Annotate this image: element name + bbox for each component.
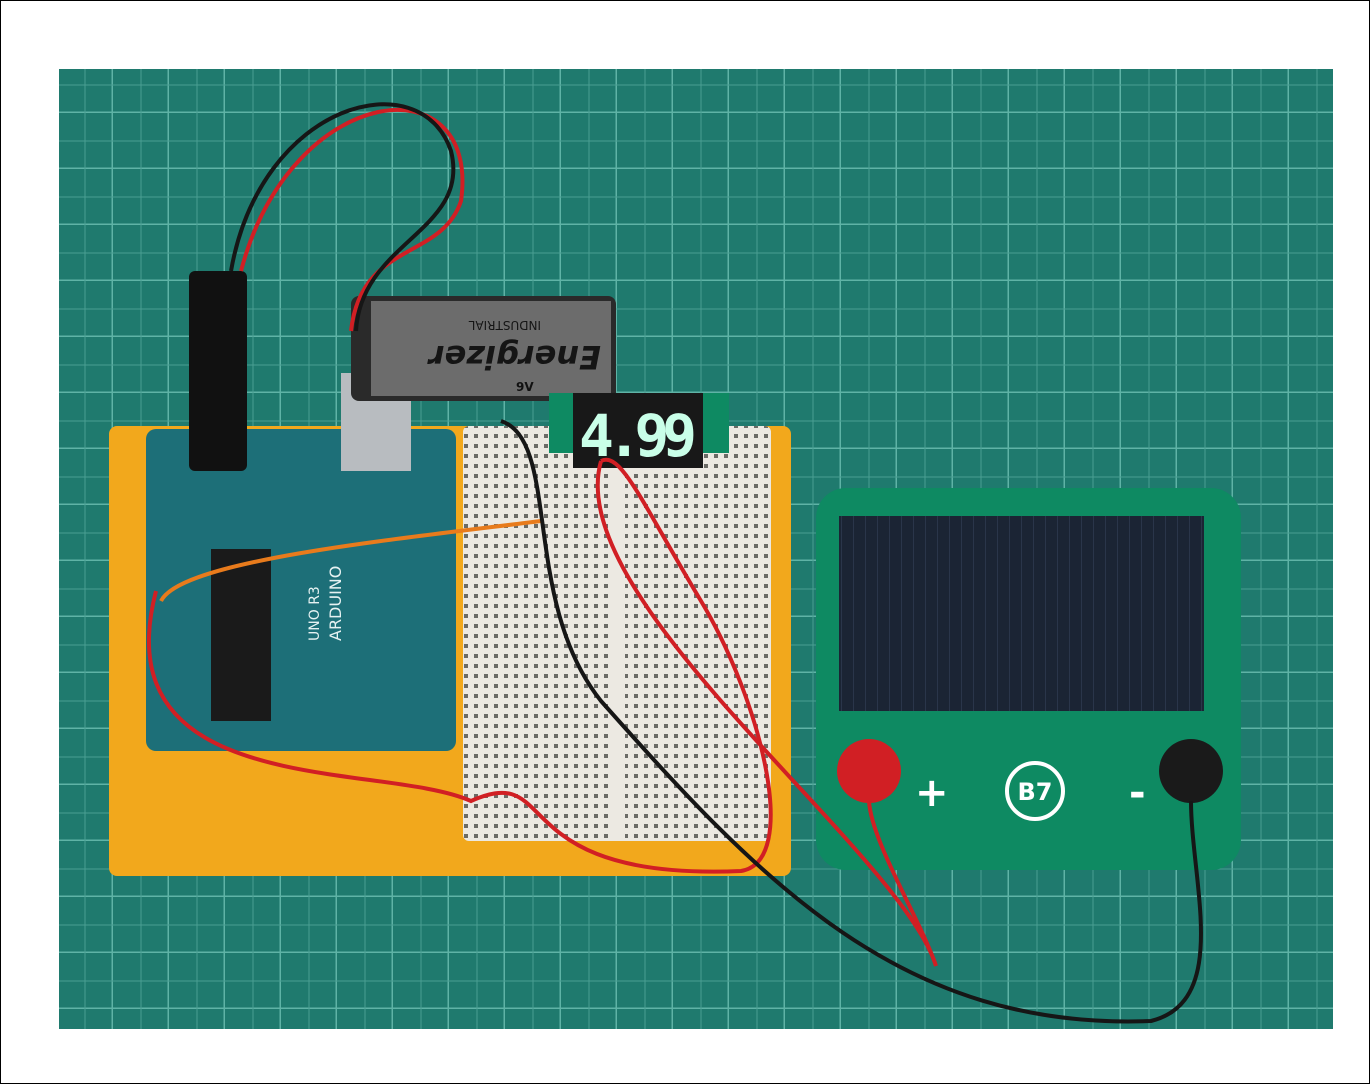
atmega-chip xyxy=(211,549,271,721)
battery-voltage: 9V xyxy=(516,380,534,394)
module-label: B7 xyxy=(1018,778,1053,806)
battery-line: INDUSTRIAL xyxy=(468,318,541,332)
battery-brand: Energizer xyxy=(427,338,601,376)
positive-terminal xyxy=(837,739,901,803)
minus-label: - xyxy=(1129,770,1146,816)
plus-label: + xyxy=(915,770,949,816)
negative-terminal xyxy=(1159,739,1223,803)
wires xyxy=(146,102,1203,1024)
voltmeter-reading: 4.99 xyxy=(579,402,697,470)
battery xyxy=(351,296,616,401)
arduino-label: ARDUINO xyxy=(326,566,345,641)
arduino-model: UNO R3 xyxy=(307,586,323,641)
black-wire xyxy=(500,419,1203,1024)
voltmeter-display xyxy=(573,393,703,468)
red-wire xyxy=(596,460,938,967)
black-wire xyxy=(229,102,456,332)
solar-panel xyxy=(839,516,1204,711)
red-wire xyxy=(146,457,773,874)
power-jack xyxy=(189,271,247,471)
arduino-board xyxy=(146,429,456,751)
orange-wire xyxy=(159,519,542,603)
